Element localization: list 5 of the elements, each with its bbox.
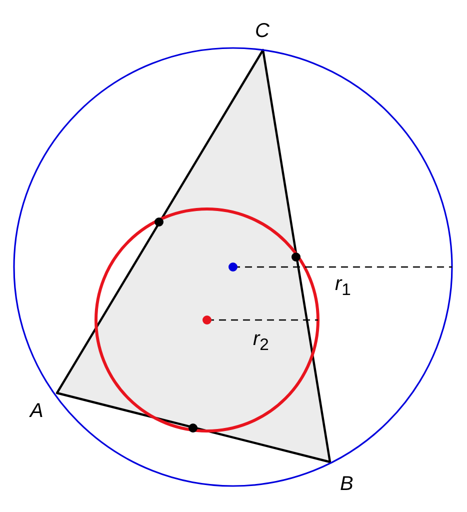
vertex-label: B xyxy=(340,473,354,495)
radius-label: r$_{1}$ xyxy=(335,273,351,301)
vertex-label: A xyxy=(30,400,44,422)
radius-label: r$_{2}$ xyxy=(253,328,269,356)
vertex-label: C xyxy=(255,20,270,42)
